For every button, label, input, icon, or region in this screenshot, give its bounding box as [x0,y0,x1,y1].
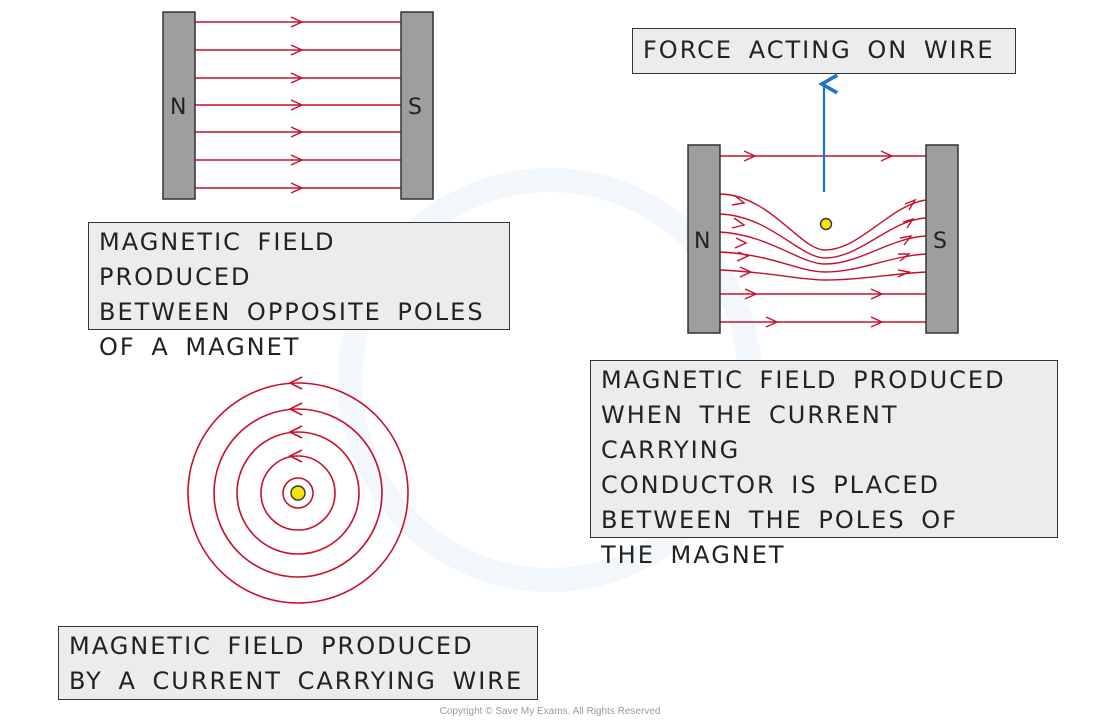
field-arrow [736,251,750,262]
distorted-field-lines [719,150,927,328]
field-circle [236,431,360,555]
field-line [719,231,927,265]
current-wire-caption: MAGNETIC FIELD PRODUCED BY A CURRENT CAR… [58,626,538,700]
copyright-notice: Copyright © Save My Exams. All Rights Re… [439,706,661,717]
current-wire-diagram [187,376,409,604]
field-line [719,193,927,251]
south-pole-magnet [925,144,959,334]
south-pole-magnet [400,11,434,200]
field-circle [187,382,409,604]
field-arrow [898,253,912,262]
field-arrow [731,194,746,206]
field-arrow [902,217,915,229]
wire-cross-section [819,217,833,231]
field-arrow [288,376,303,390]
field-arrow [731,217,746,229]
field-arrow [290,154,304,166]
force-label: FORCE ACTING ON WIRE [632,28,1016,74]
field-arrow [870,288,884,300]
force-on-wire-diagram: N S [687,73,959,334]
south-pole-label: S [933,229,947,254]
field-arrow [739,266,753,278]
field-arrow [734,237,748,249]
field-arrow [870,316,884,328]
conductor-caption: MAGNETIC FIELD PRODUCED WHEN THE CURRENT… [590,360,1058,569]
field-line [719,251,927,273]
field-arrow [288,402,303,416]
field-circle [282,477,314,509]
field-line [719,213,927,259]
opposite-poles-field-lines [195,16,401,194]
field-arrow [290,16,304,28]
field-arrow [897,269,912,278]
wire-cross-section [290,485,306,501]
north-pole-magnet [687,144,721,334]
north-pole-label: N [694,229,710,254]
field-arrow [288,449,303,463]
field-arrow [899,234,913,246]
field-circle [213,408,383,578]
field-arrow [904,198,917,211]
field-arrow [765,316,779,328]
opposite-poles-diagram: N S [162,11,434,200]
field-arrow [288,425,303,439]
south-pole-label: S [408,95,422,120]
opposite-poles-caption: MAGNETIC FIELD PRODUCED BETWEEN OPPOSITE… [88,222,510,361]
field-circle [260,455,336,531]
field-arrow [880,150,894,162]
field-arrow [290,44,304,56]
field-arrow [743,150,757,162]
north-pole-magnet [162,11,196,200]
field-arrow [290,126,304,138]
field-arrow [290,72,304,84]
field-arrow [290,182,304,194]
field-line [719,269,927,281]
field-arrow [290,99,304,111]
field-arrow [744,288,758,300]
north-pole-label: N [170,95,186,120]
